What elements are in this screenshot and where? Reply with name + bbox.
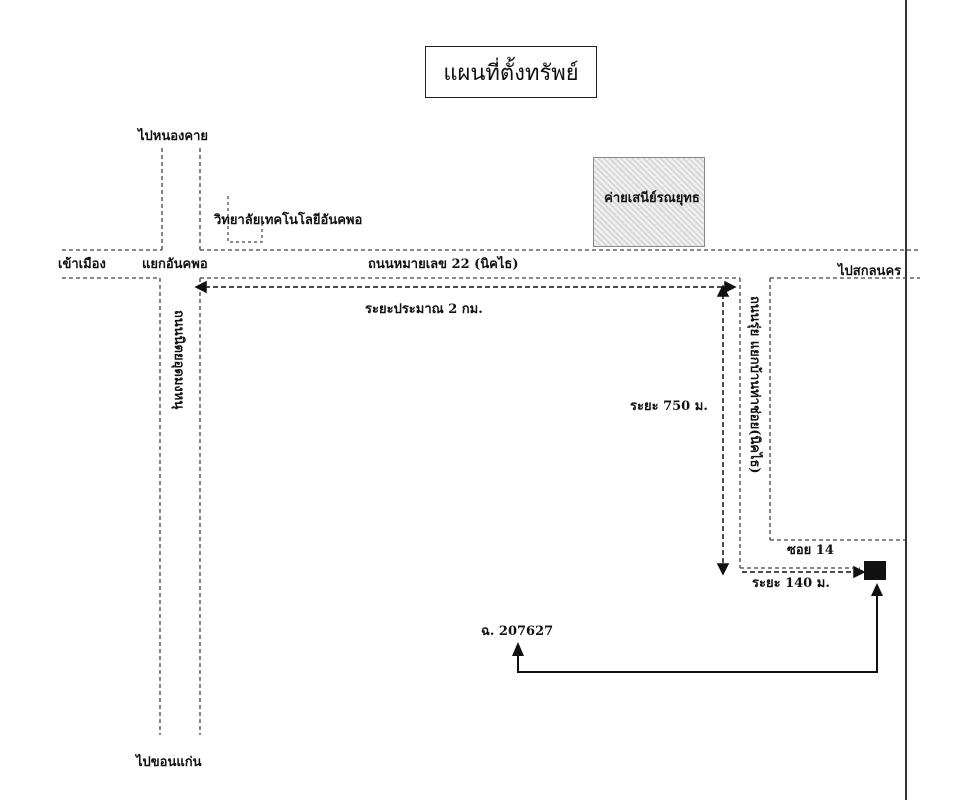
map-title: แผนที่ตั้งทรัพย์ bbox=[425, 46, 597, 98]
main-road bbox=[62, 249, 920, 279]
college-marker bbox=[227, 196, 263, 243]
camp-label: ค่ายเสนีย์รณยุทธ bbox=[604, 191, 700, 206]
label-main-road: ถนนหมายเลข 22 (นิคไธ) bbox=[368, 257, 519, 272]
label-junction: แยกอันคพอ bbox=[142, 257, 208, 272]
camp-area bbox=[593, 157, 705, 247]
deed-pointer-arrowhead-right bbox=[871, 583, 883, 596]
distance-arrow-main bbox=[194, 280, 737, 294]
label-side-road: ถนนรุ่ย แยกบ้านท่าช่อย(นิคไธ) bbox=[747, 296, 762, 474]
distance-arrow-side bbox=[716, 284, 730, 576]
label-cross-road: ถนนนิตยอุดมงหนุ bbox=[171, 310, 186, 410]
label-west: เข้าเมือง bbox=[58, 257, 106, 272]
label-college: วิทยาลัยเทคโนโลยีอันคพอ bbox=[214, 213, 363, 228]
distance-arrow-soi bbox=[742, 565, 866, 579]
label-deed: ฉ. 207627 bbox=[481, 624, 554, 639]
label-south: ไปขอนแก่น bbox=[136, 755, 202, 770]
label-distance-main: ระยะประมาณ 2 กม. bbox=[365, 302, 483, 317]
side-road bbox=[739, 278, 771, 568]
label-north: ไปหนองคาย bbox=[138, 129, 209, 144]
deed-pointer-arrowhead-left bbox=[512, 642, 524, 656]
vertical-road-west bbox=[159, 148, 201, 735]
label-east: ไปสกลนคร bbox=[838, 264, 902, 279]
label-distance-soi: ระยะ 140 ม. bbox=[752, 576, 830, 591]
label-distance-side: ระยะ 750 ม. bbox=[630, 399, 708, 414]
soi-road bbox=[740, 539, 905, 569]
deed-pointer bbox=[517, 590, 878, 673]
page-border bbox=[905, 0, 907, 800]
label-soi: ซอย 14 bbox=[787, 543, 834, 558]
property-marker bbox=[864, 561, 886, 580]
